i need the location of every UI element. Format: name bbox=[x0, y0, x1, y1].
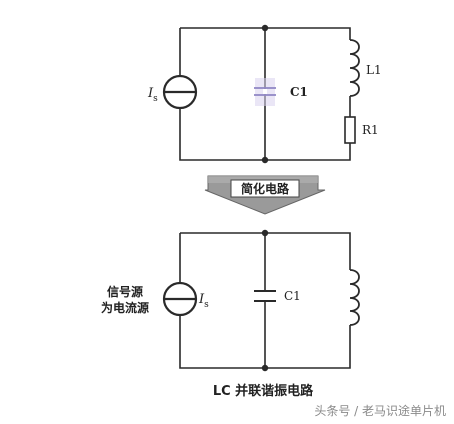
bottom-junction-bottom bbox=[261, 364, 269, 372]
top-capacitor-c1 bbox=[254, 78, 276, 106]
bottom-source-note-line2: 为电流源 bbox=[101, 300, 149, 315]
top-inductor-l1 bbox=[349, 39, 360, 97]
top-junction-top bbox=[261, 24, 269, 32]
watermark-text: 头条号 / 老马识途单片机 bbox=[314, 403, 446, 418]
bottom-current-source bbox=[162, 281, 198, 317]
bottom-source-note-line1: 信号源 bbox=[107, 284, 143, 299]
top-capacitor-label: C1 bbox=[290, 85, 308, 99]
top-resistor-label: R1 bbox=[362, 123, 379, 137]
top-inductor-label: L1 bbox=[366, 63, 382, 77]
diagram-caption: LC 并联谐振电路 bbox=[213, 383, 314, 399]
bottom-capacitor-c1 bbox=[254, 290, 276, 302]
simplify-arrow-label: 简化电路 bbox=[241, 181, 290, 196]
top-wire-frame bbox=[179, 27, 351, 161]
top-source-label: Is bbox=[147, 86, 158, 104]
bottom-inductor bbox=[349, 269, 360, 326]
bottom-source-label: Is bbox=[198, 292, 209, 310]
simplify-arrow-label-box bbox=[230, 179, 300, 198]
top-current-source bbox=[162, 74, 198, 110]
bottom-junction-top bbox=[261, 229, 269, 237]
bottom-capacitor-label: C1 bbox=[284, 289, 301, 303]
top-junction-bottom bbox=[261, 156, 269, 164]
top-resistor-r1 bbox=[344, 116, 356, 144]
